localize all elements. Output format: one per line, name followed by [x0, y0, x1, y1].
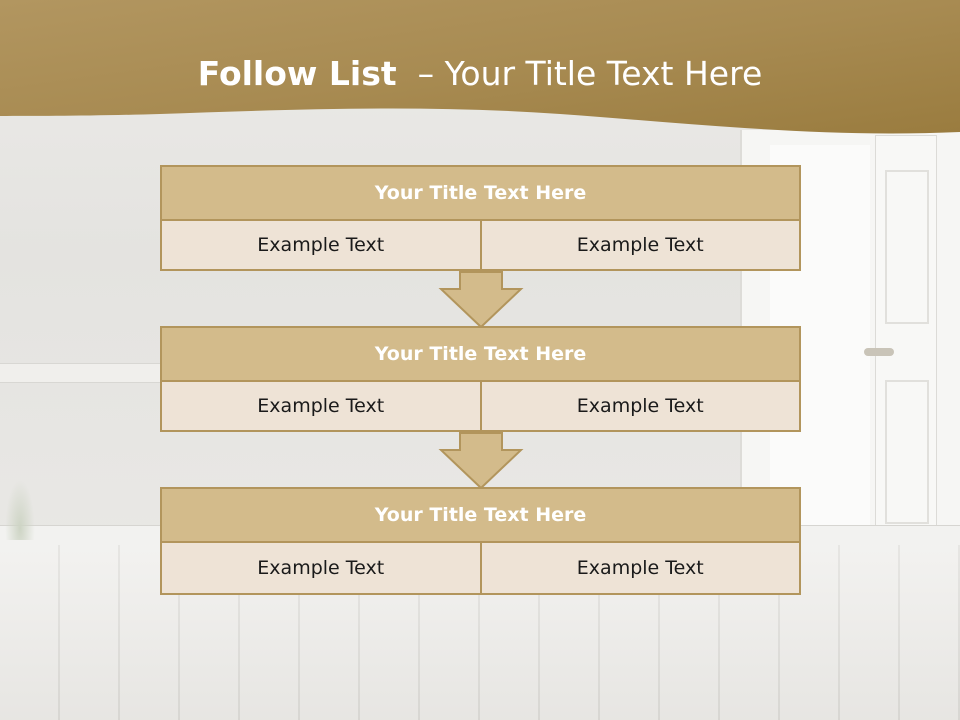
- step-cell-right: Example Text: [479, 382, 799, 430]
- step-cell-left: Example Text: [162, 382, 480, 430]
- door-inset-bottom: [885, 380, 929, 524]
- step-block-1: Your Title Text Here Example Text Exampl…: [160, 165, 801, 271]
- step-row: Example Text Example Text: [160, 543, 801, 595]
- step-cell-right: Example Text: [479, 543, 799, 593]
- step-cell-right: Example Text: [479, 221, 799, 269]
- step-row: Example Text Example Text: [160, 221, 801, 271]
- down-arrow-icon: [438, 271, 524, 329]
- door-handle: [864, 348, 894, 356]
- page-title: Follow List – Your Title Text Here: [0, 54, 960, 93]
- door-inset-top: [885, 170, 929, 324]
- step-block-2: Your Title Text Here Example Text Exampl…: [160, 326, 801, 432]
- step-block-3: Your Title Text Here Example Text Exampl…: [160, 487, 801, 595]
- step-title: Your Title Text Here: [160, 326, 801, 382]
- plant: [5, 480, 35, 540]
- title-subtitle: – Your Title Text Here: [396, 54, 763, 93]
- down-arrow-icon: [438, 432, 524, 490]
- step-cell-left: Example Text: [162, 543, 480, 593]
- title-bold: Follow List: [197, 54, 397, 93]
- header-band: [0, 0, 960, 134]
- step-title: Your Title Text Here: [160, 165, 801, 221]
- step-row: Example Text Example Text: [160, 382, 801, 432]
- step-title: Your Title Text Here: [160, 487, 801, 543]
- step-cell-left: Example Text: [162, 221, 480, 269]
